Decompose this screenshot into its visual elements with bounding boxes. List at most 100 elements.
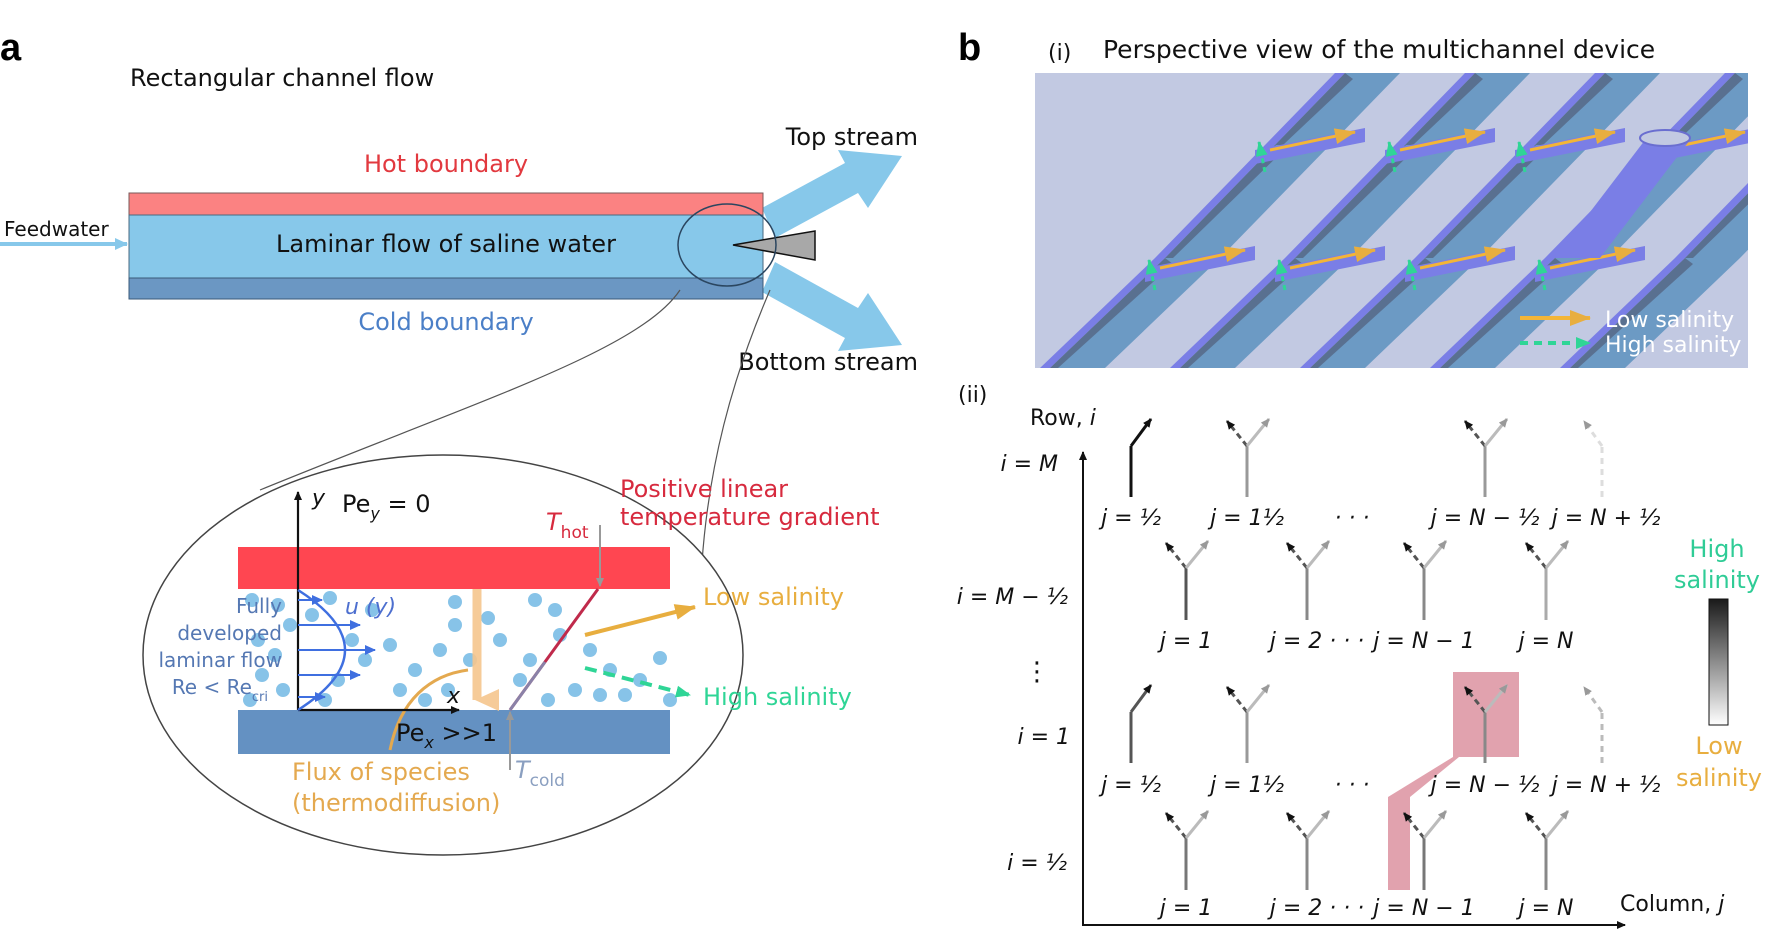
device-channel [1295, 145, 1460, 258]
row-label-i-half: i = ½ [1007, 851, 1067, 876]
flux-curve [388, 668, 469, 751]
device-channel [1425, 145, 1590, 258]
device-channel-shadow [1165, 145, 1283, 258]
flow-branch-left [1463, 686, 1487, 713]
device-low-salinity-arrow [1269, 128, 1356, 152]
device-channel-shadow [1050, 258, 1173, 368]
device-channel-shadow [1440, 258, 1563, 368]
salinity-scale-bar [1708, 598, 1729, 726]
flow-branch-left [1524, 812, 1548, 839]
device-channel [1535, 73, 1660, 145]
label-j-2-bottom: j = 2 · · · [1267, 896, 1365, 921]
flow-branch-left [1164, 812, 1188, 839]
row-label-i-1: i = 1 [1017, 725, 1070, 750]
device-channel-wall [1265, 73, 1345, 145]
device-render [1035, 73, 1748, 368]
flow-branch-left [1524, 542, 1548, 569]
label-j-N-top: j = N [1516, 629, 1574, 654]
panel-a-label: a [0, 27, 22, 69]
device-channel [1165, 145, 1330, 258]
legend-low-salinity-label: Low salinity [1605, 308, 1734, 333]
device-channel-shadow [1425, 145, 1543, 258]
high-salinity-label: High salinity [703, 683, 852, 711]
salt-particle [276, 683, 290, 697]
label-j-1-top: j = 1 [1157, 629, 1213, 654]
flow-branch-right [1483, 684, 1509, 713]
flow-description-line3: laminar flow [158, 648, 282, 672]
flow-description-line4: Re < Recri [172, 675, 268, 705]
flow-branch-left [1225, 686, 1249, 713]
hot-plate [238, 547, 670, 589]
device-channel-wall [1155, 145, 1275, 258]
subpanel-i-title: Perspective view of the multichannel dev… [1103, 35, 1655, 64]
t-cold-base: T [515, 756, 532, 784]
bottom-stream-arrow [762, 262, 902, 351]
top-stream-label: Top stream [785, 123, 918, 151]
feedwater-label: Feedwater [4, 217, 109, 241]
device-channel [1050, 258, 1220, 368]
flow-branch-right [1184, 810, 1210, 839]
t-cold-sub: cold [530, 771, 565, 791]
salt-particles [243, 591, 677, 707]
flow-branch-right [1483, 418, 1509, 447]
flow-branch-left [1582, 420, 1604, 447]
label-j-1-bottom: j = 1 [1157, 896, 1213, 921]
salt-particle [305, 608, 319, 622]
flow-branch-left [1285, 812, 1309, 839]
column-axis-var: j [1715, 892, 1725, 917]
pe-x-base: Pe [396, 719, 424, 747]
label-j-N-plus-half-bottom: j = N + ½ [1549, 773, 1661, 798]
salt-particle [593, 688, 607, 702]
device-low-salinity-arrow [1529, 128, 1616, 152]
label-j-N-minus-half-bottom: j = N − ½ [1428, 773, 1540, 798]
device-low-salinity-arrow [1419, 246, 1506, 270]
device-low-salinity-arrow [1399, 128, 1486, 152]
pe-x-rest: >>1 [434, 719, 497, 747]
salt-particle [243, 693, 257, 707]
salt-particle [441, 683, 455, 697]
splitter-wedge [732, 230, 816, 261]
salt-particle [358, 653, 372, 667]
device-channel-shadow [1310, 258, 1433, 368]
device-channel [1275, 73, 1400, 145]
device-channel [1405, 73, 1530, 145]
flow-branch-right [1305, 810, 1331, 839]
salt-particle [393, 683, 407, 697]
panel-a-title: Rectangular channel flow [130, 64, 434, 92]
salt-particle [528, 593, 542, 607]
flow-branch-left [1164, 542, 1188, 569]
device-channel-shadow [1275, 73, 1353, 145]
device-outlet-port [1639, 129, 1691, 147]
u-y-label: u (y) [345, 595, 396, 620]
re-sub: cri [252, 690, 268, 705]
hot-boundary-bar [128, 192, 764, 216]
device-channel-wall [1525, 73, 1605, 145]
label-j-half-bottom: j = ½ [1098, 773, 1161, 798]
device-channel-shadow [1405, 73, 1483, 145]
salt-particle [433, 643, 447, 657]
panel-b-label: b [958, 27, 981, 69]
salt-particle [345, 633, 359, 647]
row-axis-var: i [1090, 406, 1096, 431]
gradient-label-line1: Positive linear [620, 475, 788, 503]
salt-particle [408, 663, 422, 677]
cold-boundary-bar [128, 277, 764, 300]
scale-high-line2: salinity [1674, 566, 1760, 594]
label-j-N-minus-1-bottom: j = N − 1 [1370, 896, 1474, 921]
column-axis-label: Column, j [1620, 892, 1725, 917]
device-channel-wall [1040, 258, 1165, 368]
column-axis-text: Column, [1620, 892, 1718, 917]
flow-branch-left [1582, 686, 1604, 713]
salt-particle [448, 595, 462, 609]
flow-branch-left [1225, 420, 1249, 447]
flow-grid: j = ½j = ½j = 1½j = 1½· · ·· · ·j = N − … [1098, 418, 1661, 921]
flow-branch-right [1422, 810, 1448, 839]
pe-x-label: Pex >>1 [396, 719, 497, 752]
label-j-half-top: j = ½ [1098, 506, 1161, 531]
salt-particle [541, 693, 555, 707]
velocity-arrows [298, 595, 376, 702]
t-hot-label: Thot [546, 508, 589, 543]
flux-label-line2: (thermodiffusion) [292, 789, 500, 817]
salt-particle [548, 603, 562, 617]
